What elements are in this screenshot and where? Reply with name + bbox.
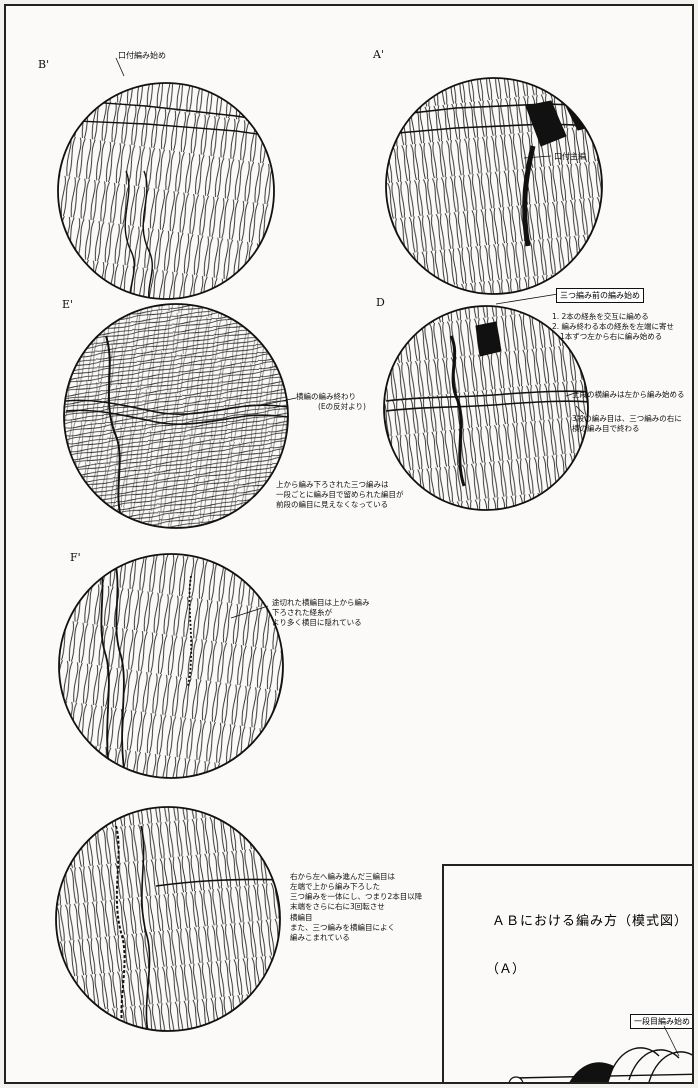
- note-line: 前段の編目に見えなくなっている: [276, 500, 404, 510]
- note-line: 末端をさらに右に3回転させ: [290, 902, 422, 912]
- detail-circle-a-prime: [382, 76, 606, 300]
- panel-label-f-prime: F': [70, 551, 81, 564]
- detail-circle-g: [56, 807, 286, 1036]
- note-d-mid: 上段の横編みは左から編み始める: [572, 390, 685, 400]
- note-line: 1. 2本の経糸を交互に編める: [552, 312, 674, 322]
- panel-label-b-prime: B': [38, 58, 49, 71]
- panel-label-e-prime: E': [62, 298, 73, 311]
- panel-label-a-prime: A': [373, 48, 384, 61]
- note-e-prime: 上から編み下ろされた三つ編みは 一段ごとに編み目で留められた編目が 前段の編目に…: [276, 480, 404, 510]
- note-line: また、三つ編みを横編目によく: [290, 923, 422, 933]
- note-line: 横の編み目で終わる: [572, 424, 682, 434]
- inset-drawing: [444, 866, 694, 1084]
- note-line: 三つ編みを一体にし、つまり2本目以降: [290, 892, 422, 902]
- note-line: 一段ごとに編み目で留められた編目が: [276, 490, 404, 500]
- note-line: 3段の編み目は、三つ編みの右に: [572, 414, 682, 424]
- panel-label-d: D: [376, 296, 385, 309]
- callout-e-prime: 横編の編み終わり (Eの反対より): [296, 392, 366, 412]
- note-line: 横編目: [290, 913, 422, 923]
- note-line: 編みこまれている: [290, 933, 422, 943]
- note-g: 右から左へ編み進んだ三編目は 左端で上から編み下ろした 三つ編みを一体にし、つま…: [290, 872, 422, 943]
- note-d-top: 1. 2本の経糸を交互に編める 2. 編み終わる本の経糸を左端に寄せ 1本ずつ左…: [552, 312, 674, 342]
- detail-circle-b-prime: [54, 58, 286, 306]
- note-line: 1本ずつ左から右に編み始める: [552, 332, 674, 342]
- note-line: より多く横目に隠れている: [272, 618, 370, 628]
- callout-a-prime: 口付主編: [554, 151, 586, 162]
- note-line: 上段の横編みは左から編み始める: [572, 390, 685, 400]
- detail-circle-f-prime: [59, 554, 283, 778]
- boxed-label-d: 三つ編み前の編み始め: [556, 288, 644, 303]
- note-line: 左端で上から編み下ろした: [290, 882, 422, 892]
- note-line: 2. 編み終わる本の経糸を左端に寄せ: [552, 322, 674, 332]
- note-line: 下ろされた経糸が: [272, 608, 370, 618]
- note-line: 途切れた横編目は上から編み: [272, 598, 370, 608]
- diagram-sheet: B' 口付編み始め A' 口付主編 E' 横編の編み終わり (Eの反対より) 上…: [4, 4, 694, 1084]
- detail-circle-e-prime: [64, 304, 296, 528]
- callout-e-prime-line: (Eの反対より): [296, 402, 366, 412]
- inset-schematic-box: ＡＢにおける編み方（模式図） （Ａ） 一段目編み始め: [442, 864, 694, 1084]
- note-f-prime: 途切れた横編目は上から編み 下ろされた経糸が より多く横目に隠れている: [272, 598, 370, 628]
- callout-e-prime-line: 横編の編み終わり: [296, 392, 366, 402]
- note-d-low: 3段の編み目は、三つ編みの右に 横の編み目で終わる: [572, 414, 682, 434]
- callout-b-prime: 口付編み始め: [118, 50, 166, 61]
- note-line: 右から左へ編み進んだ三編目は: [290, 872, 422, 882]
- note-line: 上から編み下ろされた三つ編みは: [276, 480, 404, 490]
